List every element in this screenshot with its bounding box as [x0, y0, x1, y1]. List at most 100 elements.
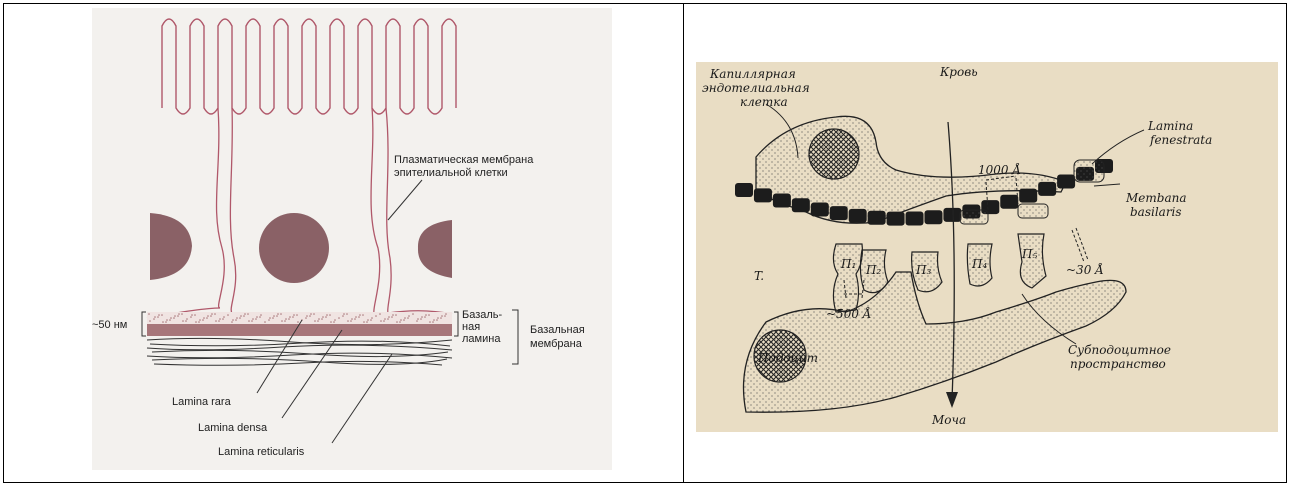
membrana-basilaris-label-2: basilaris [1130, 205, 1182, 219]
lamina-rara-dot [297, 321, 299, 323]
lamina-rara-dot [277, 313, 279, 315]
lamina-rara-dot [252, 318, 254, 320]
lamina-rara-dot [272, 317, 274, 319]
lamina-rara-dot [181, 313, 183, 315]
lamina-densa-label: Lamina densa [198, 422, 268, 434]
lamina-rara-dot [441, 315, 443, 317]
basilaris-block [887, 212, 905, 226]
pointer-lamina-reticularis [332, 354, 392, 443]
dimension-30 [1072, 228, 1088, 262]
lamina-rara-dot [362, 314, 364, 316]
lamina-rara-dot [425, 314, 427, 316]
dimension-1000-label: 1000 Å [978, 162, 1021, 177]
foot-process-p1 [833, 244, 862, 312]
p2-label: П₂ [865, 263, 881, 277]
lateral-membrane-right [371, 108, 391, 313]
basal-lamina-label-3: ламина [462, 333, 501, 345]
lamina-rara-dot [366, 321, 368, 323]
lamina-rara-dot [214, 313, 216, 315]
lamina-rara-dot [404, 317, 406, 319]
lamina-rara-dot [222, 318, 224, 320]
lamina-rara-dot [432, 321, 434, 323]
lamina-rara-dot [292, 316, 294, 318]
lamina-rara-dot [157, 316, 159, 318]
lamina-rara-dot [329, 314, 331, 316]
lamina-rara-dot [309, 315, 311, 317]
lamina-rara-dot [190, 316, 192, 318]
lamina-rara-dot [239, 317, 241, 319]
lamina-rara-dot [395, 314, 397, 316]
basal-lamina-label-1: Базаль- [462, 309, 503, 321]
lamina-rara-dot [338, 317, 340, 319]
lamina-rara-dot [429, 321, 431, 323]
lamina-rara-dot [169, 319, 171, 321]
basal-membrane-svg: ~50 нм Базаль- ная ламина Базальная мемб… [92, 8, 612, 470]
basilaris-block [849, 209, 867, 223]
lamina-rara-dot [243, 315, 245, 317]
nucleus-right [418, 220, 452, 278]
membrana-basilaris-label-1: Membana [1125, 191, 1187, 205]
lamina-rara-dot [227, 314, 229, 316]
capillary-label-1: Капиллярная [709, 67, 796, 81]
lamina-rara-dot [174, 315, 176, 317]
lamina-rara-dot [182, 320, 184, 322]
lamina-rara-dot [149, 320, 151, 322]
lamina-rara-dot [244, 313, 246, 315]
lamina-rara-dot [408, 315, 410, 317]
lamina-rara-dot [417, 318, 419, 320]
lamina-rara-dot [161, 314, 163, 316]
plasma-membrane-pointer [388, 180, 422, 220]
lamina-fenestrata-label-2: fenestrata [1149, 133, 1212, 147]
basilaris-block [754, 188, 772, 202]
lamina-rara-dot [260, 314, 262, 316]
pointer-basilaris [1094, 184, 1120, 186]
lamina-rara-dot [206, 317, 208, 319]
lamina-rara-dot [177, 315, 179, 317]
lamina-rara-dot [421, 316, 423, 318]
lamina-rara-dot [293, 314, 295, 316]
fenestra-piece-3 [1074, 160, 1104, 182]
basal-lamina-label-2: ная [462, 321, 480, 333]
capillary-label-2: эндотелиальная [702, 81, 810, 95]
lamina-rara-dot [153, 318, 155, 320]
fenestra-piece-2 [1018, 204, 1048, 218]
lamina-rara-dot [359, 314, 361, 316]
basilaris-block [1038, 182, 1056, 196]
basilaris-block [868, 211, 886, 225]
basilaris-block [773, 193, 791, 207]
lamina-rara-dot [318, 318, 320, 320]
lamina-rara-dot [326, 314, 328, 316]
lamina-reticularis-label: Lamina reticularis [218, 446, 305, 458]
basilaris-block [1000, 195, 1018, 209]
lamina-rara-dot [202, 319, 204, 321]
p3-label: П₃ [915, 263, 931, 277]
basal-membrane-label-2: мембрана [530, 338, 583, 350]
lamina-densa-layer [147, 324, 452, 336]
lamina-rara-dot [268, 319, 270, 321]
lamina-rara-dot [375, 315, 377, 317]
lamina-rara-dot [199, 319, 201, 321]
lamina-rara-dot [273, 315, 275, 317]
basilaris-block [906, 211, 924, 225]
p5-label: П₅ [1021, 247, 1037, 261]
lamina-rara-dot [194, 314, 196, 316]
basilaris-block [924, 210, 942, 224]
lamina-rara-dot [248, 320, 250, 322]
lamina-rara-dot [424, 316, 426, 318]
lamina-rara-dot [276, 315, 278, 317]
lamina-rara-dot [280, 313, 282, 315]
lamina-rara-dot [444, 315, 446, 317]
lamina-rara-dot [231, 321, 233, 323]
lamina-rara-dot [236, 317, 238, 319]
dimension-30-label: ~30 Å [1066, 262, 1104, 277]
lamina-rara-dot [392, 314, 394, 316]
subpodocyte-label-2: пространство [1070, 357, 1166, 371]
lamina-rara-dot [342, 315, 344, 317]
lamina-rara-dot [437, 317, 439, 319]
dimension-500-label: ~500 Å [826, 306, 871, 321]
lamina-rara-dot [288, 318, 290, 320]
lamina-rara-dot [218, 320, 220, 322]
plasma-membrane-label-1: Плазматическая мембрана [394, 154, 534, 166]
lamina-rara-dot [347, 320, 349, 322]
thickness-label: ~50 нм [92, 319, 127, 331]
